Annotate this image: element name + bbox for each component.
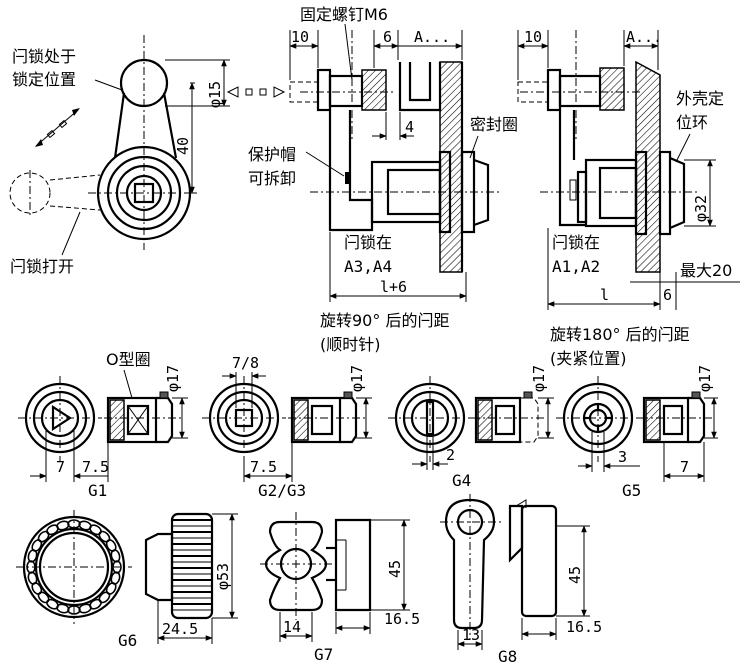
dim-7-5-g1: 7.5 xyxy=(82,458,109,476)
label-g8: G8 xyxy=(498,647,517,666)
label-seal-ring: 密封圈 xyxy=(470,115,518,134)
label-housing-ring-1: 外壳定 xyxy=(676,89,724,108)
label-g6: G6 xyxy=(118,631,137,650)
knurl-teeth xyxy=(26,519,122,615)
label-housing-ring-2: 位环 xyxy=(676,113,708,132)
dim-phi17-g1: φ17 xyxy=(164,365,182,392)
knurl-ribs xyxy=(172,519,212,611)
dim-24-5: 24.5 xyxy=(162,620,198,638)
section-view-a12: 10 A... φ32 l 6 最大20 外壳定 位环 闩锁在 A1,A2 旋转… xyxy=(517,28,740,368)
dim-phi17-g2: φ17 xyxy=(348,365,366,392)
label-latch-a12-2: A1,A2 xyxy=(552,257,600,276)
dim-4: 4 xyxy=(405,118,414,136)
dim-max20: 最大20 xyxy=(680,261,732,280)
dim-45-g8: 45 xyxy=(566,566,584,584)
label-g7: G7 xyxy=(314,645,333,664)
label-latch-a12-1: 闩锁在 xyxy=(552,233,600,252)
variant-g5: φ17 3 7 G5 xyxy=(556,365,718,500)
dim-phi32: φ32 xyxy=(692,195,710,222)
label-distance-180-1: 旋转180° 后的闩距 xyxy=(550,325,690,344)
dim-phi17-g4: φ17 xyxy=(530,365,548,392)
dim-40: 40 xyxy=(174,137,192,155)
label-unlocked: 闩锁打开 xyxy=(10,257,74,276)
dim-13: 13 xyxy=(462,626,480,644)
dim-l-plus-6: l+6 xyxy=(380,278,407,296)
dim-7-g1: 7 xyxy=(56,458,65,476)
label-locked-1: 闩锁处于 xyxy=(12,47,76,66)
label-g4: G4 xyxy=(452,471,471,490)
label-distance-180-2: (夹紧位置) xyxy=(550,349,627,368)
label-g2-g3: G2/G3 xyxy=(258,481,306,500)
knurl-tooth xyxy=(110,549,121,563)
label-o-ring: O型圈 xyxy=(106,350,151,369)
latch-front-view: φ15 40 闩锁处于 锁定位置 闩锁打开 xyxy=(9,35,230,276)
dim-phi53: φ53 xyxy=(214,563,232,590)
label-cap-2: 可拆卸 xyxy=(248,169,296,188)
variant-g2-g3: φ17 7/8 7.5 G2/G3 xyxy=(202,354,372,500)
variant-g4: φ17 2 G4 xyxy=(388,365,554,490)
dim-phi17-g5: φ17 xyxy=(696,365,714,392)
dim-3: 3 xyxy=(618,448,627,466)
dim-16-5-g7: 16.5 xyxy=(384,610,420,628)
label-locked-2: 锁定位置 xyxy=(12,70,76,89)
dim-10-left: 10 xyxy=(291,28,309,46)
section-view-a34: 10 6 A... 4 l+6 固定螺钉M6 保护帽 可拆卸 密封圈 闩锁在 A… xyxy=(248,5,518,354)
dim-l: l xyxy=(600,286,609,304)
dim-6-right: 6 xyxy=(663,286,672,304)
label-latch-a34-1: 闩锁在 xyxy=(344,233,392,252)
dim-16-5-g8: 16.5 xyxy=(566,618,602,636)
dim-a-left: A... xyxy=(414,28,450,46)
dim-14: 14 xyxy=(283,618,301,636)
dim-2: 2 xyxy=(446,446,455,464)
dim-7-5-g2: 7.5 xyxy=(250,458,277,476)
variant-g6: φ53 24.5 G6 xyxy=(16,510,238,650)
dim-45-g7: 45 xyxy=(386,560,404,578)
label-fixing-screw: 固定螺钉M6 xyxy=(300,5,388,24)
dim-10-right: 10 xyxy=(524,28,542,46)
motion-arrow xyxy=(226,86,286,98)
label-g1: G1 xyxy=(88,481,107,500)
dim-a-right: A... xyxy=(626,28,662,46)
variant-g8: 45 13 16.5 G8 xyxy=(440,494,602,666)
label-latch-a34-2: A3,A4 xyxy=(344,257,392,276)
dim-6: 6 xyxy=(383,28,392,46)
label-cap-1: 保护帽 xyxy=(248,145,296,164)
label-distance-90-2: (顺时针) xyxy=(320,335,381,354)
dim-7-g5: 7 xyxy=(680,458,689,476)
dim-7-8: 7/8 xyxy=(232,354,259,372)
label-distance-90-1: 旋转90° 后的闩距 xyxy=(320,311,449,330)
dim-phi15: φ15 xyxy=(206,81,224,108)
variant-g7: 45 14 16.5 G7 xyxy=(260,512,420,664)
variant-g1: φ17 O型圈 7 7.5 G1 xyxy=(18,350,188,500)
label-g5: G5 xyxy=(622,481,641,500)
